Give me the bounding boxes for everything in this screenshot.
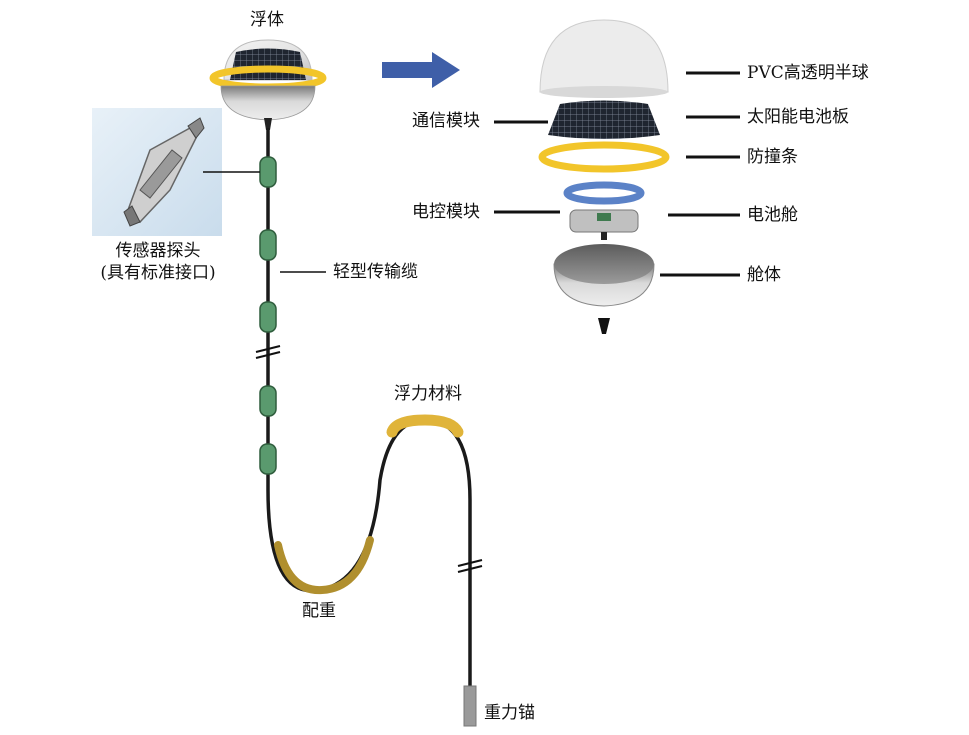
break-mark xyxy=(255,345,281,359)
label-pvc-dome: PVC高透明半球 xyxy=(747,63,869,83)
label-float: 浮体 xyxy=(250,10,284,30)
control-module-ring xyxy=(563,181,645,205)
label-sensor-probe: 传感器探头 xyxy=(115,241,201,261)
counterweight xyxy=(274,536,374,595)
sensor-node xyxy=(259,301,277,333)
battery-connector xyxy=(601,232,607,240)
float-shell xyxy=(220,85,316,121)
float-assembly xyxy=(209,39,327,130)
sensor-nodes xyxy=(259,156,277,475)
label-comm-module: 通信模块 xyxy=(412,111,480,131)
bumper-ring xyxy=(538,141,670,173)
solar-panel xyxy=(548,100,660,139)
cabin-body-interior xyxy=(554,244,654,284)
label-battery-bay: 电池舱 xyxy=(747,205,798,225)
battery-core xyxy=(597,213,611,221)
label-solar-panel: 太阳能电池板 xyxy=(747,107,849,127)
label-counterweight: 配重 xyxy=(302,601,336,621)
pvc-dome xyxy=(539,19,669,93)
sensor-node xyxy=(259,156,277,188)
break-mark xyxy=(457,559,483,573)
sensor-node xyxy=(259,229,277,261)
sensor-node xyxy=(259,385,277,417)
exploded-view xyxy=(538,19,670,334)
gravity-anchor xyxy=(463,685,477,727)
label-bumper-strip: 防撞条 xyxy=(747,147,798,167)
sensor-probe-image xyxy=(92,108,222,236)
label-cabin-body: 舱体 xyxy=(747,265,781,285)
float-connector xyxy=(264,118,272,130)
label-buoyancy-material: 浮力材料 xyxy=(394,384,462,404)
float-solar-panel xyxy=(230,48,306,80)
label-cable: 轻型传输缆 xyxy=(333,262,418,282)
label-sensor-probe-interface: (具有标准接口) xyxy=(100,263,216,283)
cabin-bottom-connector xyxy=(598,318,610,334)
label-control-module: 电控模块 xyxy=(412,202,480,222)
buoyancy-material xyxy=(386,414,464,438)
arrow-right-icon xyxy=(382,52,460,88)
pvc-dome-rim xyxy=(540,86,668,98)
sensor-node xyxy=(259,443,277,475)
label-gravity-anchor: 重力锚 xyxy=(484,703,535,723)
